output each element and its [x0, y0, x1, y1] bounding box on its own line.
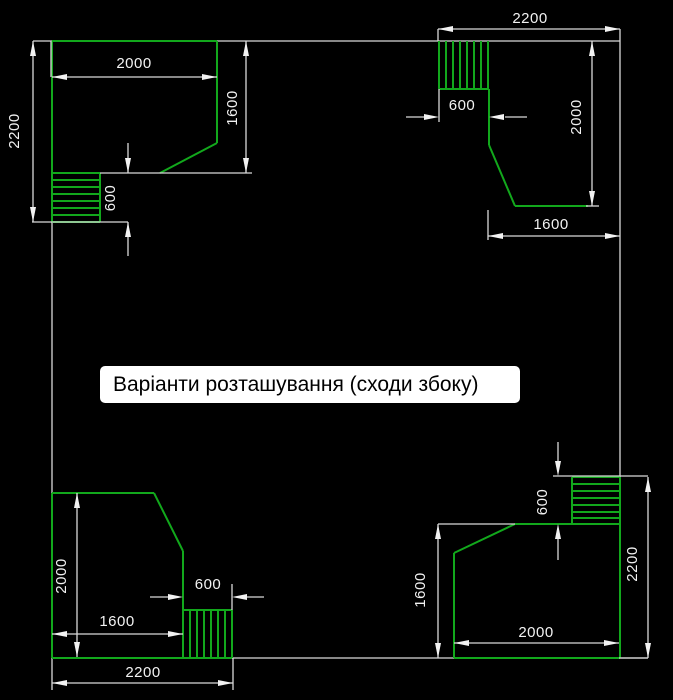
dim-label-2000: 2000 [53, 558, 70, 593]
variant-top-right-labels: 2200 600 2000 1600 [449, 10, 585, 233]
variant-bottom-right-labels: 600 1600 2000 2200 [412, 489, 641, 641]
variant-top-left-dimensions [30, 41, 252, 256]
dim-label-1600: 1600 [412, 572, 429, 607]
dim-label-2000: 2000 [116, 55, 151, 72]
dim-label-600: 600 [534, 489, 551, 516]
dim-label-2200: 2200 [6, 113, 23, 148]
variant-bottom-right-stairs [571, 476, 620, 525]
dim-label-2200: 2200 [624, 546, 641, 581]
variant-top-left-stairs [52, 172, 101, 223]
variant-top-right-dimensions [406, 26, 620, 240]
variant-bottom-left-dimensions [52, 493, 264, 690]
variant-bottom-left-stairs [183, 609, 233, 658]
dim-label-1600: 1600 [533, 216, 568, 233]
variant-top-right-stairs [438, 41, 489, 90]
dim-label-600: 600 [449, 97, 476, 114]
caption-label: Варіанти розташування (сходи збоку) [100, 366, 520, 403]
variant-bottom-right-outline [453, 477, 621, 659]
dim-label-1600: 1600 [99, 613, 134, 630]
variant-bottom-left-outline [51, 492, 232, 659]
room-borders [33, 29, 648, 690]
dim-label-600: 600 [102, 185, 119, 212]
dim-label-1600: 1600 [224, 90, 241, 125]
dim-label-2000: 2000 [518, 624, 553, 641]
variant-top-left-labels: 2000 2200 1600 600 [6, 55, 241, 211]
dim-label-2200: 2200 [125, 664, 160, 681]
dim-label-600: 600 [195, 576, 222, 593]
dim-label-2000: 2000 [568, 99, 585, 134]
variant-bottom-right-dimensions [435, 442, 651, 659]
dim-label-2200: 2200 [512, 10, 547, 27]
variant-top-left-outline [51, 40, 218, 222]
variant-bottom-left-labels: 2000 1600 600 2200 [53, 558, 221, 681]
